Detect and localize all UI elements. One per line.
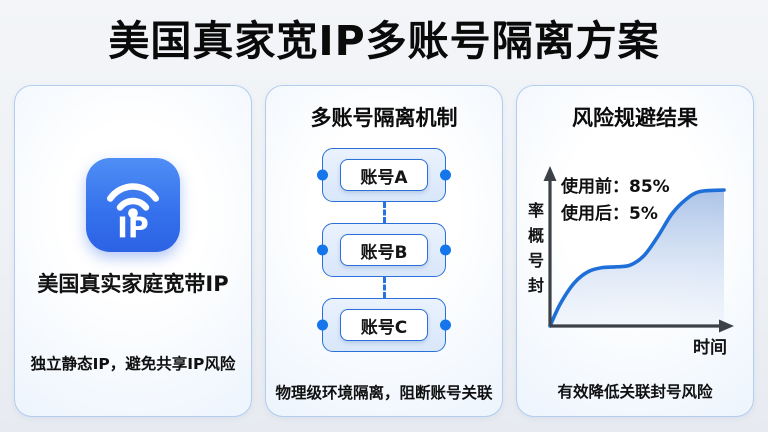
port-dot-icon — [317, 169, 328, 181]
risk-curve-line — [548, 188, 726, 328]
dashed-connector — [382, 202, 386, 223]
account-node-a: 账号A — [317, 148, 451, 202]
ip-app-icon: IP — [86, 158, 180, 252]
page-title: 美国真家宽IP多账号隔离方案 — [108, 17, 660, 65]
port-dot-icon — [440, 169, 451, 181]
y-axis-label: 率概号封 — [525, 202, 544, 302]
port-dot-icon — [440, 244, 451, 256]
risk-heading: 风险规避结果 — [572, 106, 698, 130]
account-label-b: 账号B — [340, 234, 428, 266]
annotation-before: 使用前：85% — [561, 177, 670, 197]
isolation-heading: 多账号隔离机制 — [310, 106, 458, 130]
wifi-ip-icon: IP — [107, 183, 159, 245]
isolation-caption: 物理级环境隔离，阻断账号关联 — [275, 384, 493, 402]
annotation-after: 使用后：5% — [561, 204, 658, 224]
home-ip-caption: 独立静态IP，避免共享IP风险 — [30, 355, 236, 373]
account-node-c: 账号C — [317, 298, 451, 352]
risk-area-fill — [550, 190, 724, 326]
dashed-connector — [382, 277, 386, 298]
solution-panels: IP 美国真实家庭宽带IP 独立静态IP，避免共享IP风险 多账号隔离机制 账号… — [0, 85, 768, 417]
account-label-a: 账号A — [340, 159, 428, 191]
home-ip-heading: 美国真实家庭宽带IP — [37, 272, 229, 296]
account-stack: 账号A 账号B 账号C — [317, 148, 451, 352]
x-axis-arrow-icon — [719, 319, 734, 333]
chart-annotations: 使用前：85% 使用后：5% — [561, 174, 670, 228]
x-axis-label: 时间 — [693, 338, 727, 358]
risk-curve-chart — [543, 166, 734, 333]
port-dot-icon — [317, 319, 328, 331]
panel-risk-result: 风险规避结果 率概号封 使用前：85% 使用后：5% 时间 有效降低关联封号风险 — [516, 85, 754, 417]
y-axis-arrow-icon — [543, 166, 557, 181]
panel-home-ip: IP 美国真实家庭宽带IP 独立静态IP，避免共享IP风险 — [14, 85, 252, 417]
panel-isolation: 多账号隔离机制 账号A 账号B 账号C 物理级环境隔离，阻断账号关联 — [265, 85, 503, 417]
account-node-b: 账号B — [317, 223, 451, 277]
risk-caption: 有效降低关联封号风险 — [557, 383, 713, 401]
ip-icon-label: IP — [117, 212, 148, 245]
port-dot-icon — [317, 244, 328, 256]
port-dot-icon — [440, 319, 451, 331]
account-label-c: 账号C — [340, 309, 428, 341]
